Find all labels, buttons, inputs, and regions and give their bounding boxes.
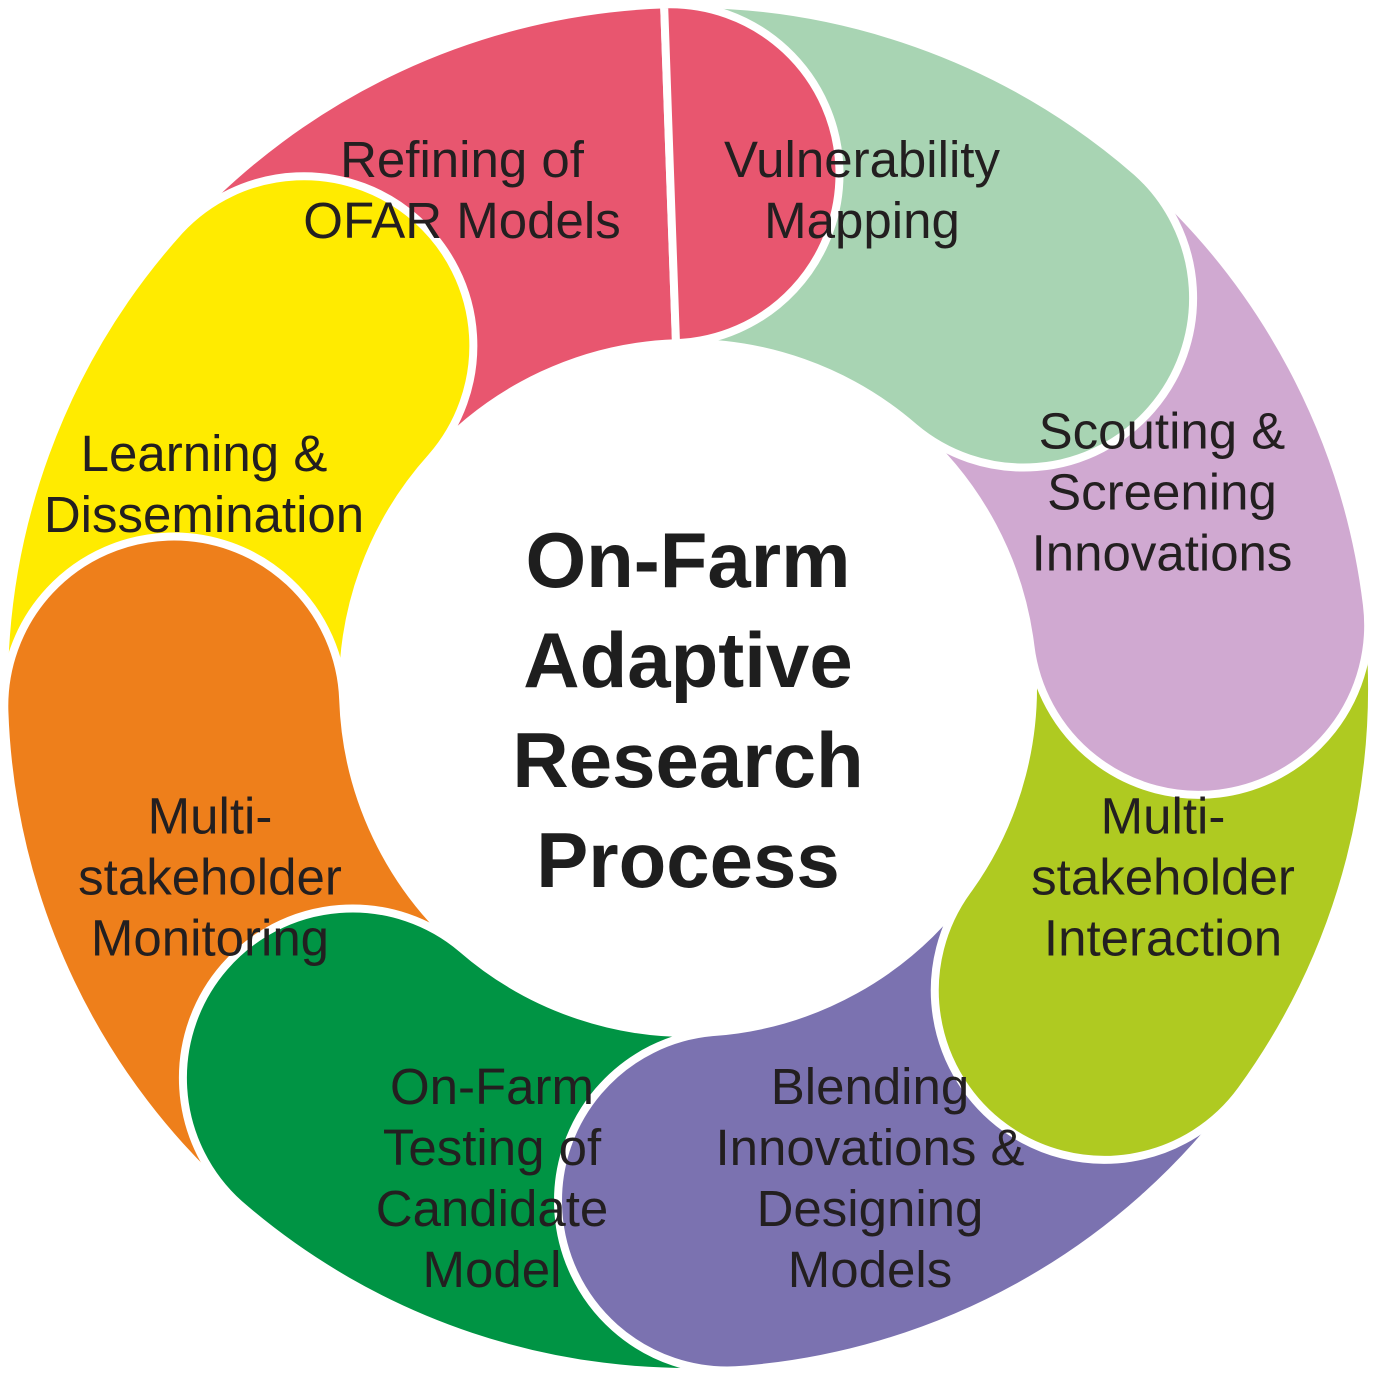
segment-refining-head: [660, 0, 844, 348]
center-circle: [345, 345, 1031, 1031]
segment-label-learning: Learning &Dissemination: [43, 425, 365, 543]
